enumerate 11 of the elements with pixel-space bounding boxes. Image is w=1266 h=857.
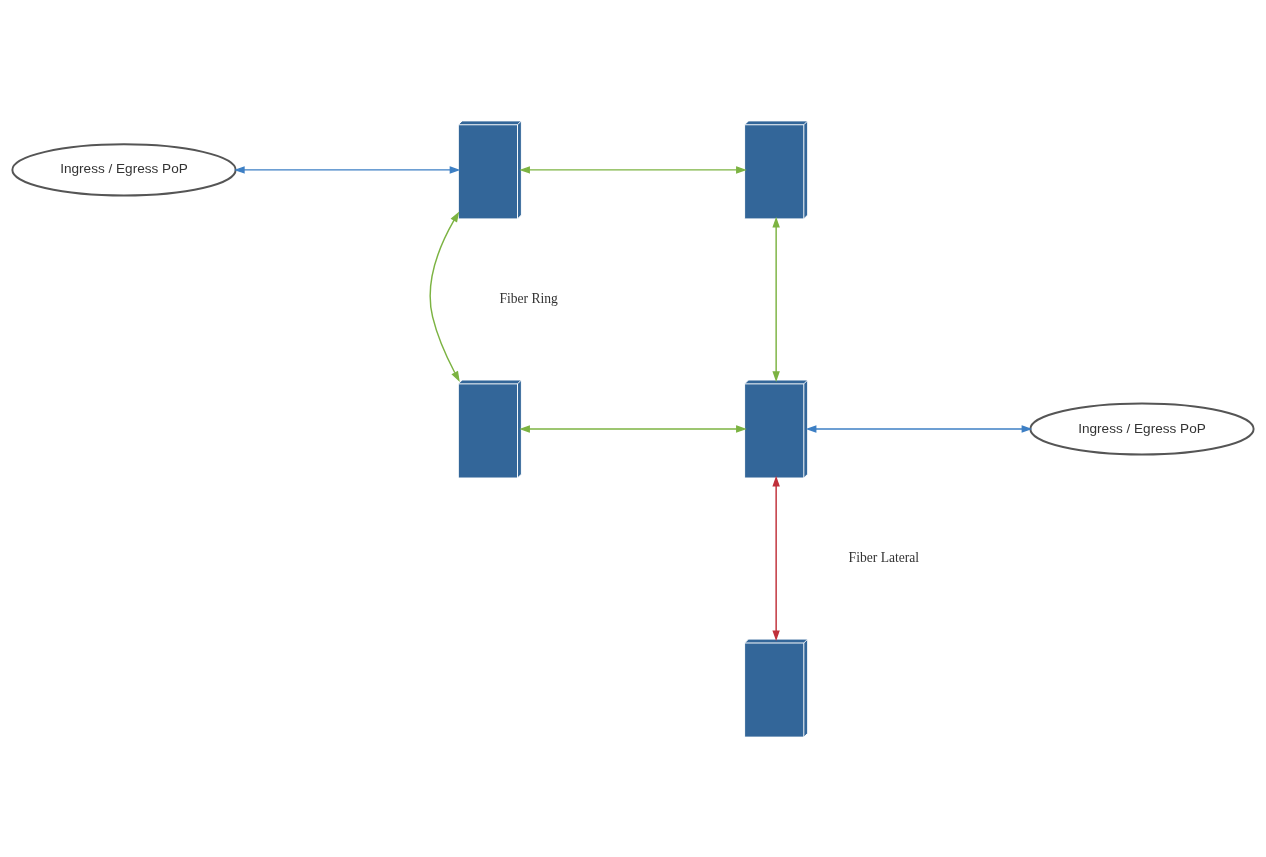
arrow xyxy=(233,165,461,174)
arrow xyxy=(772,475,780,641)
label: Fiber Ring xyxy=(499,290,558,306)
node-ellipse: Ingress / Egress PoP xyxy=(11,142,237,196)
arrow xyxy=(519,424,747,433)
label: Fiber Lateral xyxy=(848,549,920,565)
node-ellipse: Ingress / Egress PoP xyxy=(1029,401,1255,456)
arrow xyxy=(805,424,1033,433)
arrow xyxy=(519,165,747,174)
arrow xyxy=(772,216,780,382)
arrow xyxy=(429,210,460,382)
